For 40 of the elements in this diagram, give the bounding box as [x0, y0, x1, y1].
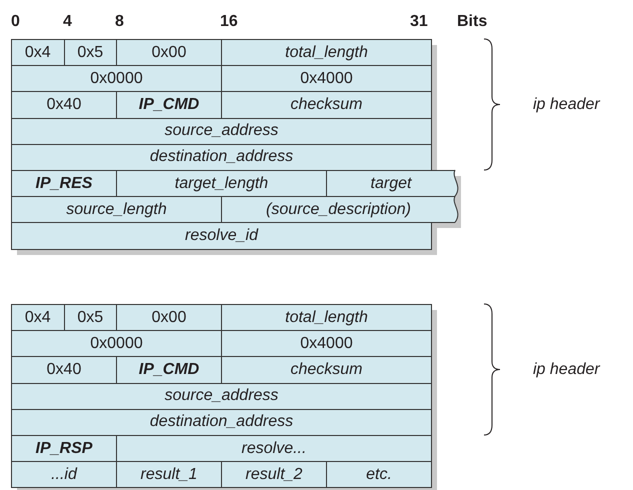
bit-number: 0: [11, 14, 20, 30]
field-cell: IP_CMD: [116, 91, 222, 119]
field-cell: source_address: [11, 118, 432, 145]
field-cell: 0x0000: [11, 65, 222, 92]
field-cell: result_1: [116, 461, 222, 488]
field-cell: ...id: [11, 461, 117, 488]
bit-number: 8: [115, 14, 124, 30]
field-cell: total_length: [221, 39, 432, 66]
field-cell: etc.: [326, 461, 432, 488]
field-cell: 0x4000: [221, 65, 432, 92]
field-cell: source_address: [11, 382, 432, 410]
field-cell: total_length: [221, 304, 432, 332]
field-cell: checksum: [221, 91, 432, 119]
field-cell: 0x4: [11, 39, 64, 66]
field-cell: 0x4: [11, 304, 64, 332]
field-cell: source_length: [11, 196, 222, 224]
field-cell: IP_RSP: [11, 435, 117, 462]
field-cell: checksum: [221, 356, 432, 384]
bit-number: Bits: [457, 14, 488, 30]
field-cell: 0x40: [11, 356, 117, 384]
field-cell: IP_RES: [11, 170, 117, 198]
field-cell: destination_address: [11, 144, 432, 171]
bit-number: 31: [410, 14, 428, 30]
bit-number: 4: [63, 14, 72, 30]
field-cell: 0x0000: [11, 330, 222, 358]
brace-label: ip header: [533, 96, 600, 112]
field-cell: destination_address: [11, 408, 432, 436]
field-cell: resolve_id: [11, 222, 432, 250]
field-cell: 0x40: [11, 91, 117, 119]
field-cell: 0x00: [116, 39, 222, 66]
field-cell: 0x5: [64, 304, 117, 332]
field-cell: 0x4000: [221, 330, 432, 358]
brace-label: ip header: [533, 362, 600, 378]
field-cell: target_length: [116, 170, 327, 198]
field-cell: IP_CMD: [116, 356, 222, 384]
field-cell: 0x5: [64, 39, 117, 66]
field-cell: resolve...: [116, 435, 432, 462]
bit-number: 16: [220, 14, 238, 30]
field-cell: 0x00: [116, 304, 222, 332]
field-cell: result_2: [221, 461, 327, 488]
